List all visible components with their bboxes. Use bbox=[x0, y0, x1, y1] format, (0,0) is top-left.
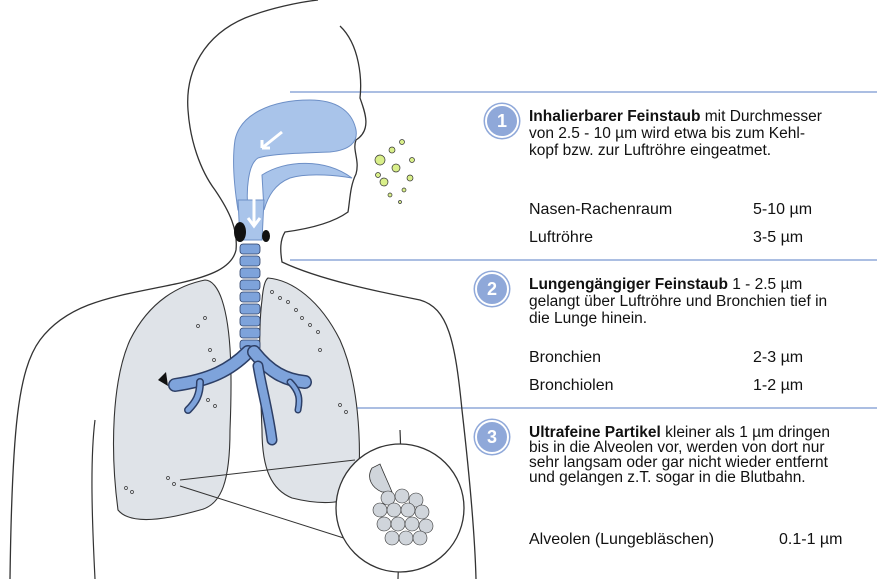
section-3-badge: 3 bbox=[475, 420, 509, 454]
section-3-text-line-3: und gelangen z.T. sogar in die Blutbahn. bbox=[529, 470, 877, 485]
section-1-text-line-0: mit Durchmesser bbox=[700, 108, 821, 125]
section-2-description: Lungengängiger Feinstaub 1 - 2.5 µm gela… bbox=[529, 276, 877, 327]
nasal-cavity bbox=[234, 100, 357, 210]
section-2-text-line-1: gelangt über Luftröhre und Bronchien tie… bbox=[529, 293, 877, 310]
row-name: Nasen-Rachenraum bbox=[529, 201, 672, 219]
larynx-mark bbox=[262, 230, 270, 242]
arm-line-left bbox=[92, 420, 95, 579]
section-1-text-line-1: von 2.5 - 10 µm wird etwa bis zum Kehl- bbox=[529, 125, 877, 142]
section-1-badge: 1 bbox=[485, 104, 519, 138]
trachea bbox=[240, 244, 260, 350]
row-name: Luftröhre bbox=[529, 229, 593, 247]
row-value: 3-5 µm bbox=[753, 229, 803, 247]
row-value: 5-10 µm bbox=[753, 201, 812, 219]
section-2-text-line-2: die Lunge hinein. bbox=[529, 310, 877, 327]
oral-cavity bbox=[262, 163, 352, 210]
section-2-badge: 2 bbox=[475, 272, 509, 306]
section-2-title: Lungengängiger Feinstaub bbox=[529, 276, 728, 293]
row-value: 0.1-1 µm bbox=[779, 531, 842, 549]
row-name: Bronchiolen bbox=[529, 377, 614, 395]
section-1-text-line-2: kopf bzw. zur Luftröhre eingeatmet. bbox=[529, 142, 877, 159]
section-3-text-line-1: bis in die Alveolen vor, werden von dort… bbox=[529, 440, 877, 455]
row-value: 2-3 µm bbox=[753, 349, 803, 367]
epiglottis bbox=[234, 222, 246, 242]
inhaled-particles bbox=[375, 140, 415, 204]
section-1-description: Inhalierbarer Feinstaub mit Durchmesser … bbox=[529, 108, 877, 159]
section-2-text-line-0: 1 - 2.5 µm bbox=[728, 276, 802, 293]
row-value: 1-2 µm bbox=[753, 377, 803, 395]
section-1-title: Inhalierbarer Feinstaub bbox=[529, 108, 700, 125]
row-name: Alveolen (Lungebläschen) bbox=[529, 531, 714, 549]
row-name: Bronchien bbox=[529, 349, 601, 367]
section-3-text-line-2: sehr langsam oder gar nicht wieder entfe… bbox=[529, 455, 877, 470]
section-3-description: Ultrafeine Partikel kleiner als 1 µm dri… bbox=[529, 425, 877, 485]
